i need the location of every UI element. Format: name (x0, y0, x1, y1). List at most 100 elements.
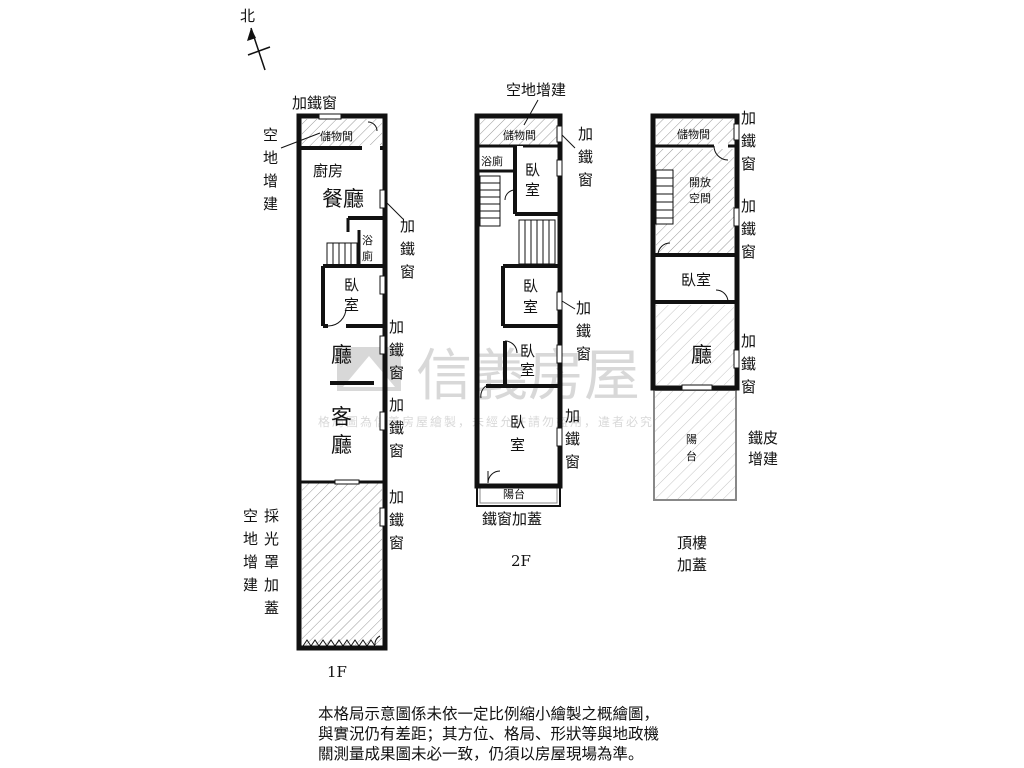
room-label-kitchen-1f: 廚房 (313, 162, 343, 180)
balcony-2f-outline (476, 486, 561, 507)
storage-room-roof-fill (656, 119, 734, 145)
door-swing (367, 121, 378, 132)
annot-iron-window-1-roof: 加 鐵 窗 (741, 109, 756, 173)
north-arrow: 北 (240, 7, 271, 71)
svg-text:加: 加 (264, 576, 279, 594)
svg-text:地: 地 (243, 530, 258, 548)
door-swing (480, 385, 487, 399)
svg-text:鐵: 鐵 (741, 220, 756, 238)
north-arrow-tick (247, 46, 271, 56)
stair-treads (656, 177, 673, 219)
door-swing (327, 307, 347, 327)
watermark-brand: 信義房屋 (416, 344, 640, 409)
svg-text:採: 採 (264, 507, 279, 525)
door-swing (715, 289, 729, 303)
room-label-living-1f-line2: 廳 (331, 433, 352, 457)
svg-text:加: 加 (389, 396, 404, 414)
annot-balcony-enclosure-2f: 鐵窗加蓋 (482, 510, 542, 528)
room-label-balcony-2f: 陽台 (503, 487, 525, 501)
svg-text:光: 光 (264, 530, 279, 548)
room-label-bedroom3-2f-line2: 室 (520, 361, 535, 379)
watermark-notice: 格局圖為信義房屋繪製，未經允許請勿盜用，違者必究 (318, 414, 654, 429)
svg-text:鐵: 鐵 (578, 148, 593, 166)
room-label-bedroom1-2f-line1: 臥 (525, 161, 540, 179)
storage-room-2f-fill (480, 119, 557, 145)
room-label-balcony-roof-line1: 陽 (686, 433, 697, 446)
svg-text:鐵: 鐵 (576, 322, 591, 340)
stair-treads (480, 182, 500, 219)
annot-iron-window-3-2f: 加 鐵 窗 (565, 407, 580, 471)
floor-1f-outline (296, 113, 388, 651)
floor-2f: 儲物間 浴廁 臥 室 臥 室 臥 室 臥 室 陽台 空地增建 加 鐵 窗 加 鐵… (474, 81, 593, 570)
room-label-bedroom2-2f-line1: 臥 (523, 277, 538, 295)
svg-text:鐵: 鐵 (741, 355, 756, 373)
annot-iron-window-2-roof: 加 鐵 窗 (741, 197, 756, 261)
annot-iron-window-dining-1f: 加 鐵 窗 (385, 201, 415, 281)
svg-text:加: 加 (578, 125, 593, 143)
room-label-bedroom2-2f-line2: 室 (523, 298, 538, 316)
door-swing (504, 189, 516, 201)
svg-text:窗: 窗 (389, 442, 404, 460)
room-label-bedroom-1f-line2: 室 (344, 296, 359, 314)
annot-vacant-extension-2f: 空地增建 (506, 81, 566, 99)
disclaimer-line: 本格局示意圖係未依一定比例縮小繪製之概繪圖， (318, 705, 660, 723)
svg-text:加: 加 (741, 332, 756, 350)
door-swing (504, 340, 518, 354)
door-swing (713, 145, 729, 161)
svg-text:窗: 窗 (400, 263, 415, 281)
svg-text:窗: 窗 (565, 453, 580, 471)
annot-iron-window-1-2f: 加 鐵 窗 (561, 125, 593, 189)
svg-text:鐵: 鐵 (565, 430, 580, 448)
room-label-bath-1f-line1: 浴 (362, 234, 373, 247)
svg-text:建: 建 (243, 576, 258, 594)
svg-text:窗: 窗 (578, 171, 593, 189)
annot-iron-window-living-1f: 加 鐵 窗 (389, 396, 404, 460)
leader-line (523, 99, 539, 126)
svg-text:窗: 窗 (741, 243, 756, 261)
annot-tin-extension-roof: 鐵皮 增建 (748, 429, 778, 468)
svg-text:窗: 窗 (741, 378, 756, 396)
room-label-living-1f-line1: 客 (331, 405, 352, 429)
storage-room-1f-fill (302, 119, 382, 148)
annot-iron-window-yard-1f: 加 鐵 窗 (389, 488, 404, 552)
svg-text:加: 加 (741, 197, 756, 215)
floor-roof: 儲物間 開放 空間 臥室 廳 陽 台 加 鐵 窗 加 鐵 窗 加 鐵 窗 鐵皮 … (650, 109, 778, 574)
room-label-dining-1f: 餐廳 (322, 187, 364, 211)
sliding-door (334, 479, 360, 485)
stair-treads (524, 220, 550, 264)
room-label-storage-2f: 儲物間 (503, 128, 536, 142)
svg-text:加: 加 (576, 299, 591, 317)
door-swing (487, 470, 501, 484)
watermark-logo-mark (343, 356, 395, 387)
room-label-bedroom1-2f-line2: 室 (525, 181, 540, 199)
hall-roof-fill (656, 305, 734, 385)
room-label-bedroom4-2f-line1: 臥 (510, 413, 525, 431)
svg-text:鐵: 鐵 (389, 341, 404, 359)
annot-iron-window-top-1f: 加鐵窗 (292, 94, 337, 112)
room-label-bedroom-roof: 臥室 (681, 271, 711, 289)
svg-text:窗: 窗 (741, 155, 756, 173)
floor-label-2f: 2F (511, 552, 531, 570)
room-label-bath-2f: 浴廁 (481, 154, 503, 168)
iron-windows-roof (733, 123, 740, 369)
room-label-open-space-roof-line2: 空間 (689, 191, 711, 205)
north-label: 北 (240, 7, 255, 25)
annot-iron-window-3-roof: 加 鐵 窗 (741, 332, 756, 396)
room-label-bath-1f-line2: 廁 (362, 249, 373, 263)
room-label-bedroom-1f-line1: 臥 (344, 276, 359, 294)
svg-text:加: 加 (400, 217, 415, 235)
svg-text:鐵: 鐵 (389, 419, 404, 437)
door-swing (657, 242, 671, 256)
svg-text:地: 地 (263, 149, 278, 167)
staircase-1f (326, 242, 358, 266)
svg-text:窗: 窗 (389, 364, 404, 382)
room-label-bedroom3-2f-line1: 臥 (520, 342, 535, 360)
room-label-hall-1f: 廳 (331, 343, 352, 367)
svg-text:鐵: 鐵 (400, 240, 415, 258)
iron-windows-1f (318, 113, 386, 527)
room-label-storage-1f: 儲物間 (320, 129, 353, 143)
disclaimer-line: 關測量成果圖未必一致，仍須以房屋現場為準。 (318, 745, 644, 763)
annot-iron-window-2-2f: 加 鐵 窗 (561, 299, 591, 363)
